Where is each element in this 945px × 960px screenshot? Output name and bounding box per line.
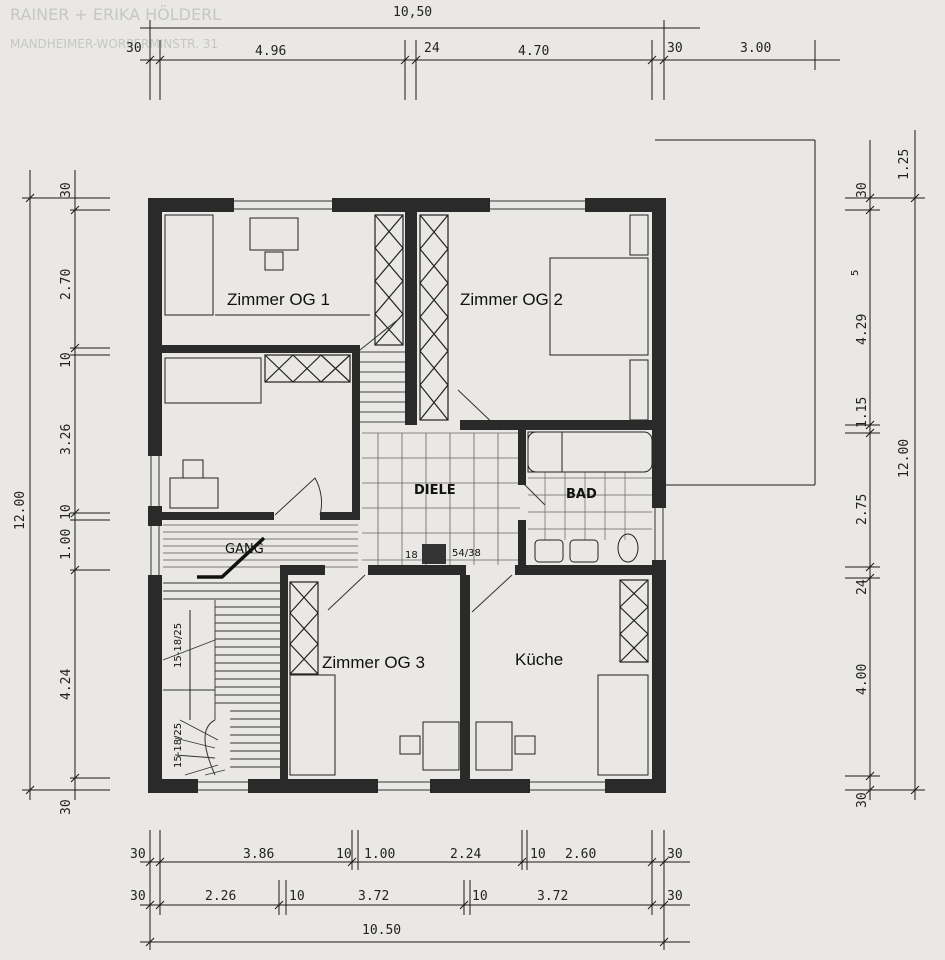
dim-right-c: 4.29 (855, 314, 870, 345)
dim-right-c-sup: 5 (850, 270, 861, 276)
dim-left-h: 30 (59, 799, 74, 815)
stair-curve (204, 719, 216, 776)
main-stair-treads (162, 582, 280, 776)
bad-floor-tiles (528, 472, 652, 540)
counter-kueche (597, 674, 649, 776)
stair-label-upper: 15-18/25 (173, 623, 184, 668)
sink-1 (534, 539, 564, 563)
dim-left-d: 3.26 (59, 424, 74, 455)
stair-opening-edge (197, 536, 266, 579)
dim-bottom-r2-2: 10 (289, 889, 305, 904)
chair-zimmer3 (399, 735, 421, 755)
right-dimension-lines (655, 130, 925, 800)
desk-zimmer1 (249, 217, 299, 251)
shower-tray (527, 431, 563, 473)
table-kueche (475, 721, 513, 771)
dim-left-e: 10 (59, 504, 74, 520)
left-dimension-lines (22, 170, 110, 800)
dim-bottom-r2-0: 30 (130, 889, 146, 904)
dim-top-a: 30 (126, 41, 142, 56)
dim-top-d: 4.70 (518, 44, 549, 59)
room-label-zimmer2: Zimmer OG 2 (460, 290, 563, 309)
dim-bottom-overall: 10.50 (362, 923, 401, 938)
dim-bottom-r1-1: 3.86 (243, 847, 274, 862)
dim-bottom-r1-4: 2.24 (450, 847, 481, 862)
dim-bottom-r2-1: 2.26 (205, 889, 236, 904)
sink-2 (569, 539, 599, 563)
dim-bottom-r1-2: 10 (336, 847, 352, 862)
dim-top-e: 30 (667, 41, 683, 56)
dim-right-overall: 12.00 (897, 439, 912, 478)
bed-zimmer3 (289, 674, 336, 776)
dim-bottom-r1-7: 30 (667, 847, 683, 862)
room-label-diele: DIELE (414, 483, 456, 498)
chair-zimmer1 (264, 251, 284, 271)
dim-left-overall: 12.00 (13, 491, 28, 530)
dim-bottom-r2-4: 10 (472, 889, 488, 904)
dim-top-b: 4.96 (255, 44, 286, 59)
top-dimension-lines (140, 20, 840, 100)
room-label-gang: GANG (225, 542, 264, 557)
stair-label-lower: 15-18/25 (173, 723, 184, 768)
dim-bottom-r1-5: 10 (530, 847, 546, 862)
dim-right-a: 1.25 (897, 149, 912, 180)
dim-right-g: 4.00 (855, 664, 870, 695)
dim-bottom-r1-0: 30 (130, 847, 146, 862)
dim-left-a: 30 (59, 182, 74, 198)
dim-right-h: 30 (855, 792, 870, 808)
chimney-label-a: 18 (405, 550, 418, 561)
chimney-label-b: 54/38 (452, 548, 481, 559)
dim-bottom-r2-5: 3.72 (537, 889, 568, 904)
upper-stair-treads (360, 351, 405, 423)
dim-bottom-r2-6: 30 (667, 889, 683, 904)
dim-top-f: 3.00 (740, 41, 771, 56)
bed-zimmer1 (164, 214, 214, 316)
room-label-zimmer3: Zimmer OG 3 (322, 653, 425, 672)
dim-left-c: 10 (59, 352, 74, 368)
chair-room-mid (182, 459, 204, 479)
walls (148, 198, 666, 793)
bed-room-mid (164, 357, 262, 404)
windows (150, 200, 664, 791)
bathtub (527, 431, 653, 473)
street-faint-text: MANDHEIMER-WORPERMINSTR. 31 (10, 37, 218, 51)
dim-bottom-r2-3: 3.72 (358, 889, 389, 904)
chimney (422, 544, 446, 564)
dim-left-b: 2.70 (59, 269, 74, 300)
furniture (164, 214, 653, 776)
room-label-zimmer1: Zimmer OG 1 (227, 290, 330, 309)
bottom-dimension-lines (140, 830, 690, 950)
desk-zimmer3 (422, 721, 460, 771)
chair-kueche (514, 735, 536, 755)
dim-left-f: 1.00 (59, 529, 74, 560)
toilet (617, 533, 639, 563)
desk-room-mid (169, 477, 219, 509)
dim-right-d: 1.15 (855, 397, 870, 428)
dim-top-overall: 10,50 (393, 5, 432, 20)
wardrobes (264, 214, 649, 675)
dim-left-g: 4.24 (59, 669, 74, 700)
room-label-kueche: Küche (515, 650, 563, 669)
dim-bottom-r1-3: 1.00 (364, 847, 395, 862)
dim-bottom-r1-6: 2.60 (565, 847, 596, 862)
room-label-bad: BAD (566, 487, 597, 502)
diele-floor-tiles (362, 432, 520, 565)
dim-top-c: 24 (424, 41, 440, 56)
dim-right-e: 2.75 (855, 494, 870, 525)
bed-zimmer2 (549, 257, 649, 356)
owner-faint-text: RAINER + ERIKA HÖLDERL (10, 5, 221, 24)
dim-right-b: 30 (855, 182, 870, 198)
dim-right-f: 24 (855, 579, 870, 595)
